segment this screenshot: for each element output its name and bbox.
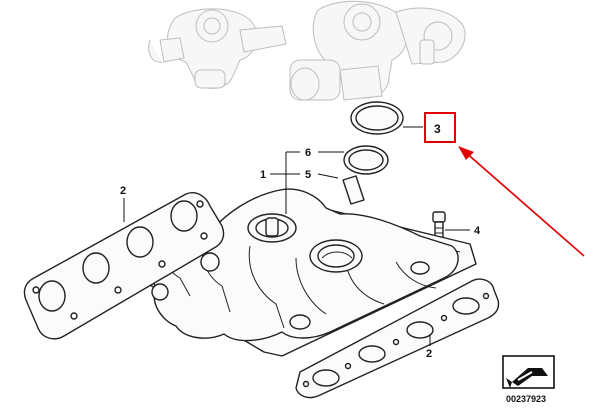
highlight-arrow xyxy=(458,146,585,257)
manifold-gasket-bottom-part xyxy=(295,278,500,399)
diagram-id: 00237923 xyxy=(506,394,546,404)
callout-2-bottom: 2 xyxy=(426,348,432,360)
seal-ring-part xyxy=(343,145,389,175)
clamp-part xyxy=(342,175,365,205)
callout-3: 3 xyxy=(434,122,441,136)
turbochargers-illustration xyxy=(148,0,466,101)
highlight-box xyxy=(424,112,456,143)
ring-gasket-part xyxy=(350,101,404,135)
view-direction-symbol xyxy=(502,355,555,389)
callout-6: 6 xyxy=(305,147,311,159)
callout-2-left: 2 xyxy=(120,185,126,197)
callout-4: 4 xyxy=(474,225,481,237)
callout-1: 1 xyxy=(260,169,266,181)
leader-lines xyxy=(123,126,470,346)
manifold-gasket-left-part xyxy=(23,192,225,340)
callout-5: 5 xyxy=(305,169,311,181)
